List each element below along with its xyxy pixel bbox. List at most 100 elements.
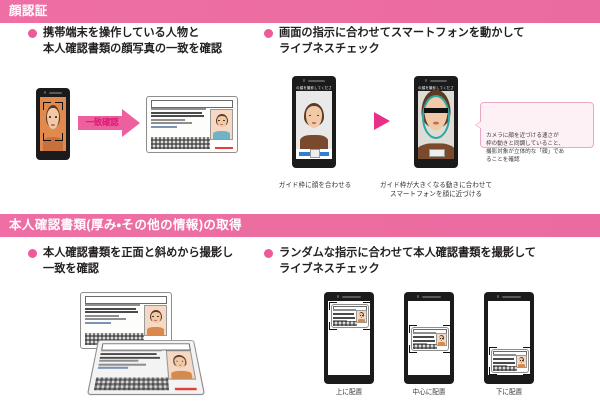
earpiece-icon [502, 295, 522, 298]
mouth [154, 320, 157, 322]
id-card-red-stamp [214, 146, 233, 149]
caption-step1: ガイド枠に顔を合わせる [278, 182, 352, 189]
mouth [51, 124, 55, 126]
bullet-liveness-check: 画面の指示に合わせてスマートフォンを動かして ライブネスチェック [264, 26, 594, 57]
earpiece-icon [342, 295, 362, 298]
bullet-dot-icon [28, 29, 37, 38]
capture-guide-frame-icon [329, 302, 370, 330]
id-card-photo [209, 109, 234, 140]
face-shape [216, 115, 227, 128]
section-header-id-document: 本人確認書類(厚み・その他の情報)の取得 [0, 214, 600, 237]
oval-guide-frame-icon [422, 95, 450, 139]
face-shape [47, 107, 59, 130]
right-eye [223, 120, 225, 122]
right-arrow-icon [78, 109, 140, 137]
phone-screen: の顔を撮影してください [418, 85, 454, 159]
front-camera-icon [336, 295, 340, 298]
id-card-header-strip [84, 296, 168, 305]
bullet-text: 本人確認書類を正面と斜めから撮影し 一致を確認 [43, 247, 234, 275]
caption-position-bottom: 下に配置 [495, 389, 523, 396]
face-shape [305, 106, 323, 128]
shutter-button[interactable] [428, 149, 446, 157]
bullet-face-match: 携帯端末を操作している人物と 本人確認書類の顔写真の一致を確認 [28, 26, 253, 57]
front-camera-icon [416, 295, 420, 298]
phone-doc-position-top [324, 292, 374, 384]
phone-liveness-step2: の顔を撮影してください [414, 76, 458, 168]
section-header-face-auth: 顔認証 [0, 0, 600, 23]
caption-step2: ガイド枠が大きくなる動きに合わせて スマートフォンを顔に近づける [379, 182, 493, 198]
phone-speaker-row [484, 294, 534, 299]
left-eye [308, 114, 312, 117]
id-card-text-lines [97, 349, 167, 371]
id-card-angled-view [86, 340, 206, 396]
earpiece-icon [49, 91, 63, 94]
bullet-random-instruction-liveness: ランダムな指示に合わせて本人確認書類を撮影して ライブネスチェック [264, 246, 594, 277]
right-eye [157, 316, 159, 318]
right-eye [55, 116, 57, 119]
bullet-text: ランダムな指示に合わせて本人確認書類を撮影して ライブネスチェック [279, 247, 536, 275]
bullet-dot-icon [28, 249, 37, 258]
step-arrow-triangle [374, 112, 390, 135]
bullet-capture-front-and-angle: 本人確認書類を正面と斜めから撮影し 一致を確認 [28, 246, 253, 277]
section-title: 本人確認書類(厚み・その他の情報)の取得 [9, 218, 243, 233]
phone-doc-position-center [404, 292, 454, 384]
phone-speaker-row [324, 294, 374, 299]
front-camera-icon [424, 79, 428, 82]
right-triangle-icon [374, 112, 390, 130]
bullet-dot-icon [264, 249, 273, 258]
face-illustration [167, 352, 196, 380]
phone-liveness-step1: の顔を撮影してください [292, 76, 336, 168]
id-card-header-strip [150, 100, 234, 109]
front-camera-icon [496, 295, 500, 298]
callout-text: カメラに顔を近づける速さが 枠の動きと同調していること、 撮影対象が立体的な「顔… [486, 132, 565, 164]
section-title: 顔認証 [9, 4, 48, 19]
onscreen-instruction-chip [424, 108, 448, 114]
id-card-data-grid [150, 137, 210, 150]
mouth [220, 124, 223, 126]
arrow-label: 一致確認 [85, 117, 119, 127]
phone-screen: の顔を撮影してください [296, 85, 332, 159]
document-preview-bottom [489, 347, 530, 375]
capture-guide-frame-icon [409, 325, 450, 353]
phone-speaker-row [404, 294, 454, 299]
id-card-data-grid [93, 377, 169, 391]
id-card-front [146, 96, 238, 153]
id-card-front-view [80, 292, 172, 349]
phone-speaker-row [36, 90, 70, 95]
left-eye [152, 316, 154, 318]
left-eye [218, 120, 220, 122]
id-card-red-stamp [174, 387, 198, 391]
phone-screen [488, 301, 530, 375]
id-card-photo [143, 305, 168, 336]
phone-screen [40, 97, 66, 151]
mouth [311, 122, 317, 124]
shoulders [213, 131, 230, 139]
camera-viewport [418, 90, 454, 159]
id-card-photo [165, 350, 197, 381]
phone-speaker-row [292, 78, 336, 83]
phone-screen [408, 301, 450, 375]
shoulders [171, 371, 193, 380]
face-illustration [145, 306, 167, 335]
document-preview-center [409, 325, 450, 353]
id-card-text-lines [84, 304, 144, 326]
face-illustration [296, 96, 332, 149]
match-arrow: 一致確認 [78, 108, 140, 138]
callout-liveness-criteria: カメラに顔を近づける速さが 枠の動きと同調していること、 撮影対象が立体的な「顔… [475, 102, 594, 163]
face-shape [173, 356, 187, 368]
earpiece-icon [422, 295, 442, 298]
shoulders [147, 327, 164, 335]
document-preview-top [329, 302, 370, 330]
caption-position-center: 中心に配置 [412, 389, 446, 396]
shutter-button[interactable] [310, 148, 320, 158]
phone-selfie-capture [36, 88, 70, 160]
earpiece-icon [430, 79, 448, 82]
camera-viewport [296, 91, 332, 149]
bullet-text: 画面の指示に合わせてスマートフォンを動かして ライブネスチェック [279, 27, 525, 55]
capture-guide-frame-icon [43, 102, 63, 141]
face-shape [150, 311, 161, 324]
face-illustration [211, 110, 233, 139]
phone-doc-position-bottom [484, 292, 534, 384]
phone-screen [328, 301, 370, 375]
